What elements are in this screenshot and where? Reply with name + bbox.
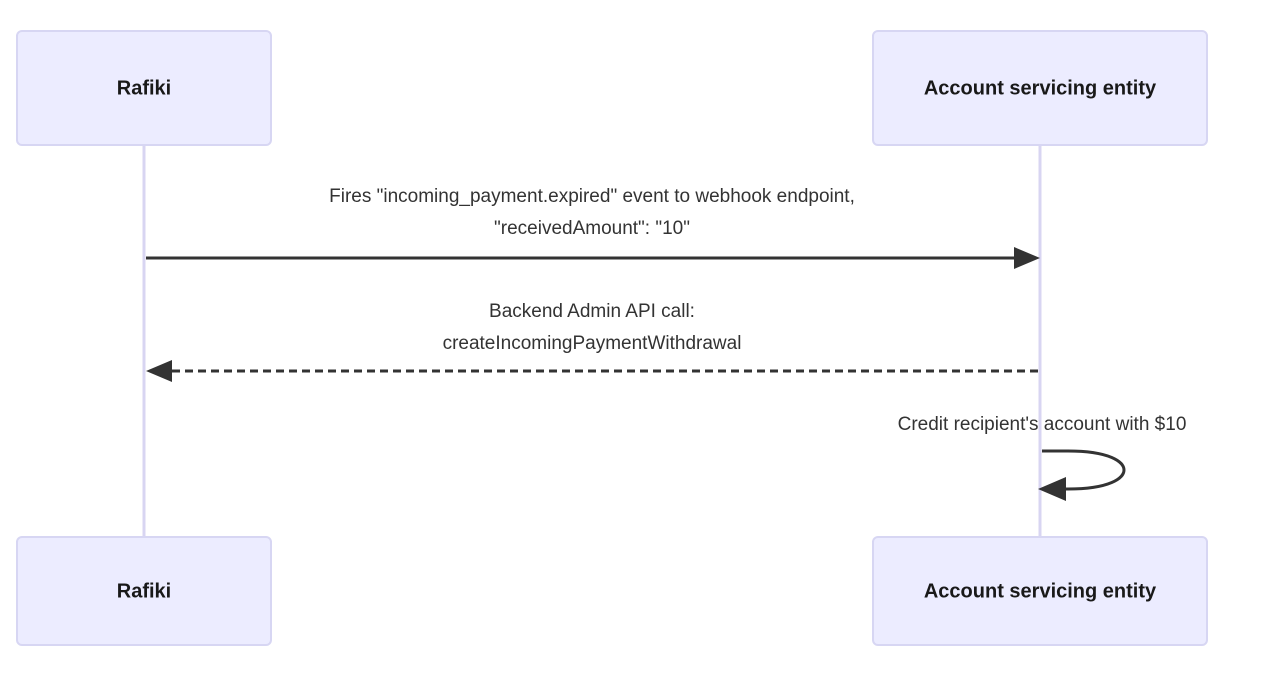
- participant-label-ase-bottom: Account servicing entity: [924, 580, 1157, 602]
- message-1-arrowhead-icon: [1014, 247, 1040, 269]
- participant-box-rafiki-top[interactable]: [16, 30, 272, 146]
- message-1-label-line-1: Fires "incoming_payment.expired" event t…: [329, 186, 855, 207]
- participant-box-ase-top[interactable]: [872, 30, 1208, 146]
- message-2[interactable]: Backend Admin API call: createIncomingPa…: [146, 301, 1038, 382]
- message-2-label-line-2: createIncomingPaymentWithdrawal: [443, 333, 742, 354]
- participant-top-account-servicing-entity[interactable]: Account servicing entity: [872, 30, 1208, 146]
- message-3-label-line-1: Credit recipient's account with $10: [898, 414, 1187, 435]
- participant-box-rafiki-bottom[interactable]: [16, 536, 272, 646]
- message-2-label-line-1: Backend Admin API call:: [489, 301, 695, 322]
- participant-label-rafiki-top: Rafiki: [117, 77, 171, 99]
- message-2-arrowhead-icon: [146, 360, 172, 382]
- message-1[interactable]: Fires "incoming_payment.expired" event t…: [146, 186, 1040, 269]
- participant-top-rafiki[interactable]: Rafiki: [16, 30, 272, 146]
- message-3-arrowhead-icon: [1038, 477, 1066, 501]
- message-1-label-line-2: "receivedAmount": "10": [494, 218, 690, 239]
- participant-bottom-rafiki[interactable]: Rafiki: [16, 536, 272, 646]
- participant-label-ase-top: Account servicing entity: [924, 77, 1157, 99]
- participant-box-ase-bottom[interactable]: [872, 536, 1208, 646]
- message-3-self-loop[interactable]: Credit recipient's account with $10: [898, 414, 1187, 501]
- message-3-loop-path: [1042, 449, 1126, 491]
- participant-bottom-account-servicing-entity[interactable]: Account servicing entity: [872, 536, 1208, 646]
- participant-label-rafiki-bottom: Rafiki: [117, 580, 171, 602]
